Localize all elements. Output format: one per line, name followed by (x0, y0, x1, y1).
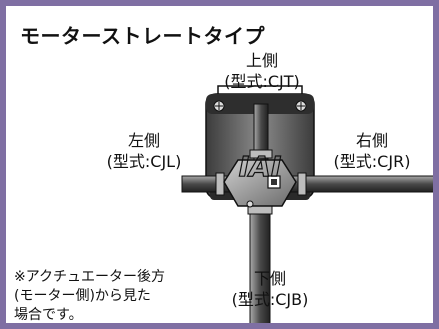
connector-hub (223, 159, 297, 208)
actuator-connector-illustration: IAI (181, 85, 433, 323)
screw-icon (213, 100, 225, 112)
label-left: 左側 (型式:CJL) (84, 130, 204, 172)
footnote: ※アクチュエーター後方 (モーター側)から見た 場合です。 (14, 268, 165, 325)
label-top-name: 上側 (245, 51, 278, 70)
label-right: 右側 (型式:CJR) (312, 130, 432, 172)
label-bottom: 下側 (型式:CJB) (210, 268, 330, 310)
label-top-model: (型式:CJT) (224, 72, 300, 91)
top-bracket (217, 85, 303, 94)
label-top: 上側 (型式:CJT) (202, 50, 322, 92)
label-left-name: 左側 (127, 131, 160, 150)
label-bottom-name: 下側 (253, 269, 286, 288)
label-right-model: (型式:CJR) (333, 152, 411, 171)
footnote-line-1: ※アクチュエーター後方 (14, 269, 166, 285)
footnote-line-2: (モーター側)から見た (14, 288, 151, 304)
label-left-model: (型式:CJL) (106, 152, 182, 171)
figure-panel: モーターストレートタイプ (6, 6, 433, 323)
brand-logo: IAI (239, 150, 282, 183)
screw-icon (295, 100, 307, 112)
footnote-line-3: 場合です。 (14, 307, 83, 323)
label-bottom-model: (型式:CJB) (231, 290, 309, 309)
figure-title: モーターストレートタイプ (20, 24, 265, 48)
label-right-name: 右側 (355, 131, 388, 150)
